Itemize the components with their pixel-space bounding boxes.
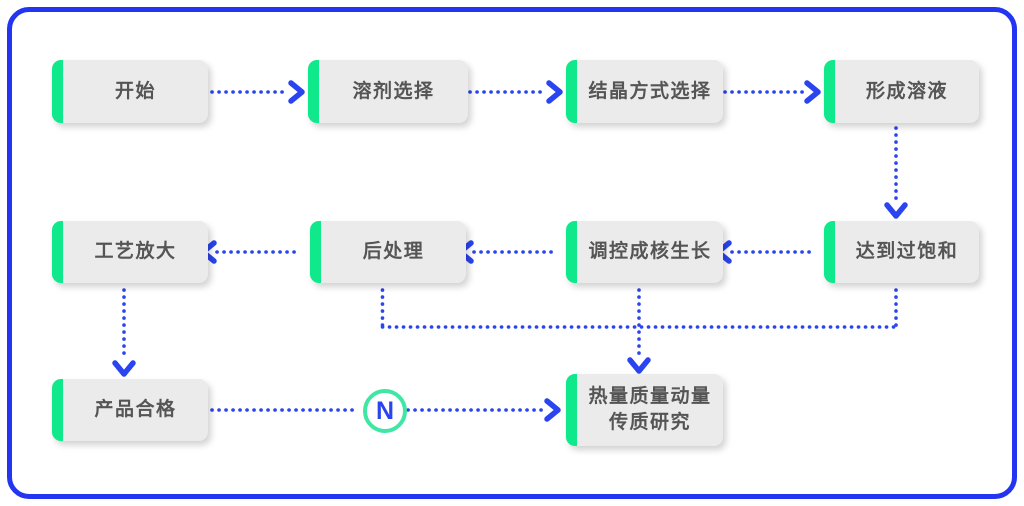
arrowhead-right-icon — [288, 80, 305, 104]
node-label: 工艺放大 — [94, 241, 177, 262]
node-label: 达到过饱和 — [855, 241, 959, 262]
node-supersaturation: 达到过饱和 — [824, 221, 979, 283]
decision-label: N — [375, 396, 395, 425]
node-label: 形成溶液 — [865, 80, 948, 102]
node-label: 结晶方式选择 — [588, 80, 712, 102]
node-process-scaleup: 工艺放大 — [52, 221, 208, 283]
node-label: 开始 — [114, 80, 156, 102]
arrowhead-right-icon — [546, 80, 563, 104]
node-label: 溶剂选择 — [352, 80, 435, 102]
node-start: 开始 — [52, 60, 208, 123]
node-product-qualified: 产品合格 — [52, 379, 208, 441]
arrowhead-down-icon — [884, 202, 908, 219]
node-label: 产品合格 — [94, 399, 177, 420]
node-label: 后处理 — [362, 241, 425, 262]
node-nucleation-growth-control: 调控成核生长 — [566, 221, 723, 283]
node-form-solution: 形成溶液 — [824, 60, 979, 123]
arrowhead-right-icon — [544, 398, 561, 422]
node-transfer-study: 热量质量动量 传质研究 — [566, 374, 723, 446]
arrowhead-right-icon — [804, 80, 821, 104]
decision-circle-n: N — [363, 389, 407, 433]
node-solvent-selection: 溶剂选择 — [308, 60, 468, 123]
arrowhead-down-icon — [627, 357, 651, 374]
arrowhead-down-icon — [112, 360, 136, 377]
node-label: 热量质量动量 传质研究 — [588, 384, 711, 436]
node-post-processing: 后处理 — [310, 221, 466, 283]
node-crystallization-method: 结晶方式选择 — [566, 60, 723, 123]
node-label: 调控成核生长 — [588, 241, 712, 262]
node-label-line2: 传质研究 — [608, 412, 691, 433]
node-label-line1: 热量质量动量 — [588, 386, 712, 407]
